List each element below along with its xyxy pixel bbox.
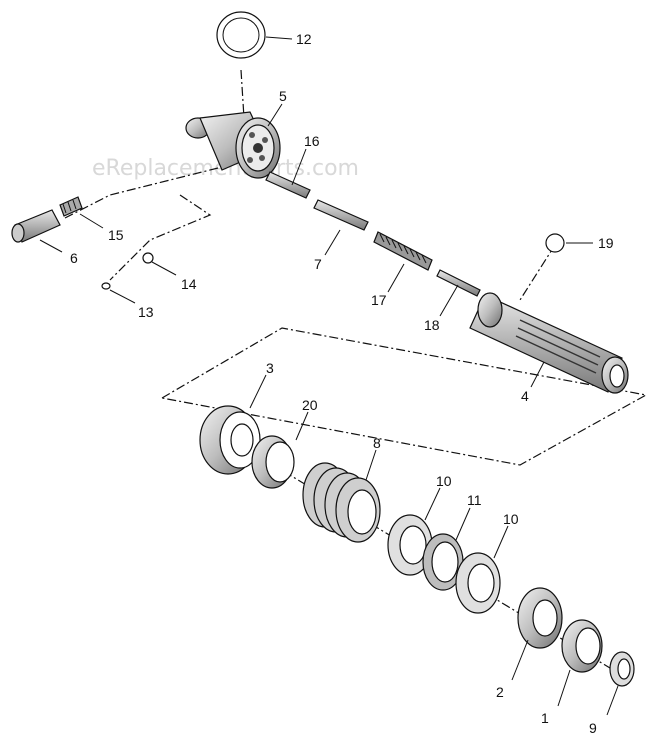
part-3-bushing: [199, 405, 261, 475]
part-9-washer: [609, 651, 635, 687]
callout-4: 4: [521, 388, 529, 404]
callout-7: 7: [314, 256, 322, 272]
part-o-ring: [216, 11, 266, 59]
part-13-pin: [101, 282, 111, 290]
callout-18: 18: [424, 317, 440, 333]
callout-11: 11: [467, 492, 482, 508]
part-6-sleeve: [11, 209, 61, 243]
part-20-ring: [251, 435, 295, 489]
callout-labels: 12 5 16 6 15 7 14 13 17 18 19 4 3 20 8 1…: [70, 31, 614, 736]
callout-19: 19: [598, 235, 614, 251]
part-16-pin: [265, 171, 311, 199]
callout-13: 13: [138, 304, 154, 320]
callout-10-b: 10: [503, 511, 519, 527]
part-18-rod: [436, 269, 481, 297]
callout-20: 20: [302, 397, 318, 413]
part-14-ball: [142, 252, 154, 264]
part-10-washer-b: [455, 552, 501, 614]
callout-3: 3: [266, 360, 274, 376]
callout-17: 17: [371, 292, 387, 308]
leader-lines: [39, 36, 619, 716]
part-8-spring: [302, 462, 381, 543]
callout-1: 1: [541, 710, 549, 726]
callout-5: 5: [279, 88, 287, 104]
part-1-nut: [561, 619, 603, 673]
part-4-cylinder: [469, 292, 629, 394]
part-10-washer-a: [387, 514, 433, 576]
callout-2: 2: [496, 684, 504, 700]
part-19-ball: [545, 233, 565, 253]
callout-14: 14: [181, 276, 197, 292]
part-15-spring: [59, 196, 83, 217]
part-housing: [185, 111, 281, 179]
callout-10-a: 10: [436, 473, 452, 489]
part-7-plunger: [313, 199, 369, 231]
callout-9: 9: [589, 720, 597, 736]
part-2-split-ring: [517, 587, 563, 649]
part-11-washer: [422, 533, 464, 591]
callout-6: 6: [70, 250, 78, 266]
callout-16: 16: [304, 133, 320, 149]
callout-8: 8: [373, 435, 381, 451]
callout-12: 12: [296, 31, 312, 47]
callout-15: 15: [108, 227, 124, 243]
part-17-spring: [373, 231, 433, 271]
